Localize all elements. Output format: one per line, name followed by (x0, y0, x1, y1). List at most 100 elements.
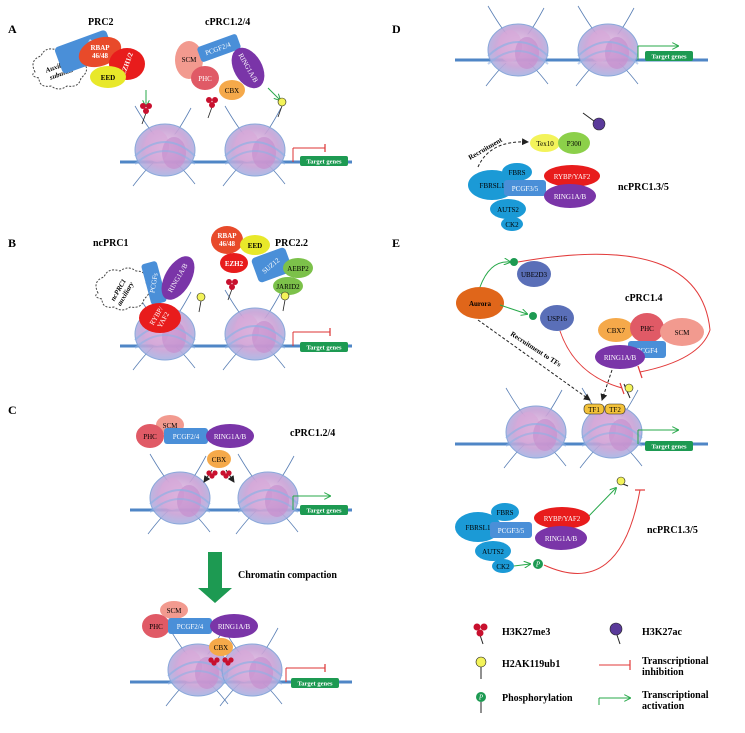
pcgf-box-c2 (168, 618, 212, 634)
prc22-title: PRC2.2 (275, 238, 308, 249)
panel-d: Target genes Tex10 P300 Recruitment FBRS… (467, 46, 693, 231)
legend-ub-icon (475, 656, 487, 679)
eed-label: EED (101, 74, 115, 82)
scm-oval-c2 (160, 601, 188, 619)
aebp2-oval (283, 258, 313, 278)
target-genes-c2: Target genes (285, 664, 339, 688)
pcgf-box-e (490, 522, 532, 538)
fbrs-oval-e (491, 503, 519, 521)
auts2-label-d: AUTS2 (497, 206, 519, 214)
panel-letter-a: A (8, 22, 17, 36)
ub-mark-e1 (624, 383, 634, 393)
usp16-inhibition-bar (619, 382, 625, 395)
target-label-c2: Target genes (298, 681, 333, 688)
scm-label-e: SCM (675, 329, 691, 337)
tf1-box (583, 403, 605, 415)
tex10-oval (530, 134, 560, 152)
recruitment-arrow-e1 (477, 319, 591, 401)
mark-layer (140, 97, 290, 666)
panel-letter-b: B (8, 236, 16, 250)
target-genes-b: Target genes (292, 328, 348, 352)
legend-phos-icon-label: P (478, 694, 484, 702)
ck2-inhibition-line (543, 489, 641, 574)
nucleosome (575, 5, 639, 87)
legend: H3K27me3 H3K27ac H2AK119ub1 Transcriptio… (473, 622, 709, 713)
aebp2-label: AEBP2 (287, 265, 309, 273)
fbrs-label-d: FBRS (508, 169, 525, 177)
panel-c: cPRC1.2/4 SCM PHC PCGF2/4 RING1A/B CBX T… (136, 415, 348, 688)
nucleosome (132, 105, 196, 187)
phc-oval-a (191, 66, 219, 90)
target-genes-c1: Target genes (292, 496, 348, 515)
ring-oval-a (231, 47, 265, 89)
h3k27me3-mark-c1 (206, 470, 218, 479)
cbx-oval-c2 (209, 638, 233, 656)
target-genes-a: Target genes (292, 144, 348, 166)
ring-oval-c (206, 424, 254, 448)
p300-label: P300 (567, 140, 582, 148)
ck2-oval-d (501, 217, 523, 231)
legend-h3k27ac-icon (609, 622, 623, 645)
compaction-label: Chromatin compaction (238, 570, 337, 581)
rbap-oval-b (211, 226, 243, 254)
legend-phos-icon: P (476, 692, 486, 713)
tf1-label: TF1 (588, 406, 600, 414)
h2ak119ub1-mark-b1 (196, 292, 206, 313)
nucleosome (222, 289, 286, 371)
prc2-title: PRC2 (88, 17, 114, 28)
panel-e: Aurora UBE2D3 USP16 cPRC1.4 CBX7 PHC SCM… (455, 253, 711, 574)
recruitment-arrow-d (477, 138, 529, 168)
cbx-label-a: CBX (225, 87, 239, 95)
legend-activation-icon (598, 698, 630, 705)
target-genes-d: Target genes (637, 46, 693, 61)
cbx7-oval (598, 318, 634, 342)
nucleosome (147, 453, 211, 535)
usp16-oval (540, 305, 574, 331)
legend-h2ak119ub1: H2AK119ub1 (502, 659, 560, 670)
panel-b: ncPRC1 PRC2.2 ncPRC1auxiliary PCGFs RING… (93, 226, 348, 352)
compaction-arrow (198, 552, 232, 603)
pcgf-label-c2: PCGF2/4 (177, 623, 204, 631)
phos-mark-e3 (533, 559, 543, 569)
cbx-oval-a (219, 80, 245, 100)
scm-label-a: SCM (182, 56, 198, 64)
nucleosome (235, 453, 299, 535)
rybp-oval-d (544, 165, 600, 187)
recruitment-label-d: Recruitment (467, 136, 504, 162)
h3k27me3-mark-b (226, 279, 238, 301)
target-label-a: Target genes (307, 159, 342, 166)
eed-label-b: EED (248, 242, 262, 250)
h3k27ac-mark-d (592, 117, 606, 131)
tf2-label: TF2 (609, 406, 621, 414)
ring-oval-c2 (210, 614, 258, 638)
phc-label-c2: PHC (149, 623, 163, 631)
jarid2-label: JARID2 (276, 283, 300, 291)
pcgf-label-c: PCGF2/4 (173, 433, 200, 441)
cprc-title: cPRC1.2/4 (205, 17, 250, 28)
tex10-label: Tex10 (536, 140, 554, 148)
nucleosome (579, 387, 643, 469)
ncprc1-title: ncPRC1 (93, 238, 129, 249)
rybp-label-d: RYBP/YAF2 (554, 173, 591, 181)
usp16-label: USP16 (547, 315, 567, 323)
cbx-label-c2: CBX (214, 644, 228, 652)
phos-mark-usp16 (529, 312, 537, 320)
target-label-e: Target genes (652, 444, 687, 451)
ncprc-activation-arrow (584, 488, 616, 521)
rybp-oval-e (534, 507, 590, 529)
nucleosome (222, 105, 286, 187)
ring-oval-b (161, 256, 195, 300)
ring-label-e2: RING1A/B (545, 535, 578, 543)
auts2-oval-e (475, 541, 511, 561)
ring-oval-e2 (535, 526, 587, 550)
ube2d3-inhibition-line (517, 253, 711, 373)
ring-label-e: RING1A/B (604, 354, 637, 362)
legend-h3k27me3: H3K27me3 (502, 627, 550, 638)
panel-c-title: cPRC1.2/4 (290, 428, 335, 439)
cbx-oval-c (207, 450, 231, 468)
phos-mark-ube2d3 (510, 258, 518, 266)
panel-a: PRC2 cPRC1.2/4 Auxiliarysubunits SUZ12 R… (32, 17, 348, 166)
